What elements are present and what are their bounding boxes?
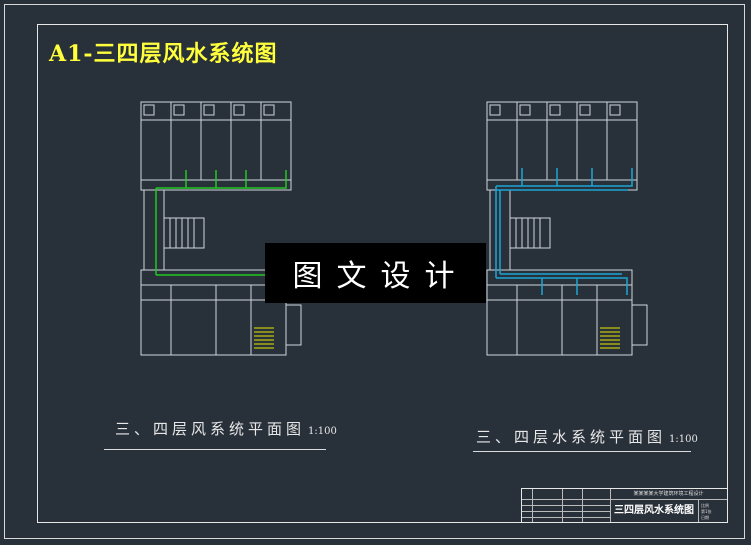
air-plan-scale: 1:100 [308,426,337,437]
outer-frame [4,4,745,539]
drawing-border [37,24,728,523]
water-plan-scale: 1:100 [669,434,698,445]
title-block-sheet-label: 第1张 [701,509,712,514]
water-system-floor-plan [486,101,648,356]
title-block-school: 某某某某大学建筑环境工程设计 [633,491,704,497]
water-plan-caption-underline [473,451,691,452]
title-block-scale-label: 比例 [701,503,709,508]
title-block: 某某某某大学建筑环境工程设计 三四层风水系统图 比例 第1张 日期 [521,488,728,523]
drawing-title: A1-三四层风水系统图 [49,41,278,67]
title-block-drawing-name: 三四层风水系统图 [614,505,694,516]
water-plan-caption-text: 三、四层水系统平面图 [476,428,667,446]
title-block-date-label: 日期 [701,515,709,520]
air-plan-caption-text: 三、四层风系统平面图 [115,420,306,438]
air-plan-caption-underline [104,449,326,450]
watermark-banner: 图文设计 [265,243,486,303]
air-system-floor-plan [140,101,302,356]
